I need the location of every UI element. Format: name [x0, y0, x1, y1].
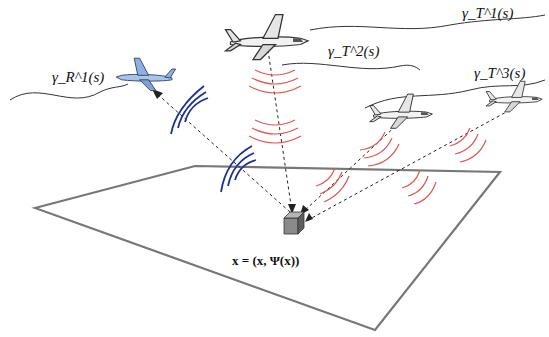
point-label: x = (x, Ψ(x))	[232, 254, 299, 267]
trajectory-label: γ_T^3(s)	[474, 66, 525, 81]
transmit-waves	[249, 70, 486, 204]
ray-arrowheads	[152, 89, 313, 222]
ray-lines	[155, 50, 510, 220]
transmitter-aircraft	[226, 15, 309, 60]
trajectory-label: γ_R^1(s)	[52, 70, 104, 85]
trajectory-curve	[282, 63, 420, 70]
trajectory-label: γ_T^2(s)	[328, 44, 379, 59]
trajectory-label: γ_T^1(s)	[462, 6, 513, 21]
ground-plane	[35, 166, 500, 330]
target-cube	[284, 212, 304, 234]
transmitter-aircraft	[370, 94, 433, 128]
transmitter-aircraft	[486, 81, 542, 112]
receiver-drone	[116, 58, 175, 90]
trajectory-curve	[10, 84, 128, 100]
receive-waves	[171, 86, 256, 192]
